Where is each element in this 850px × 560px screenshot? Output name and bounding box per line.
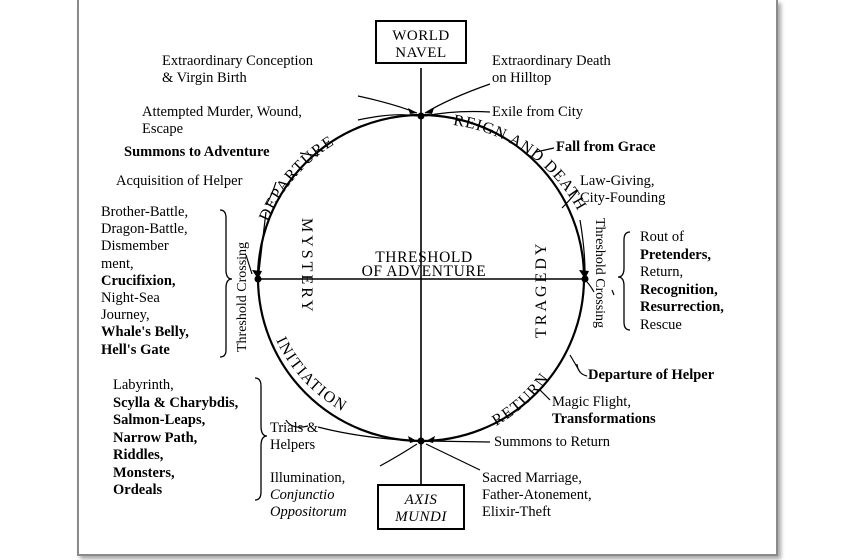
- axis-mundi-line1: AXIS: [404, 492, 438, 508]
- label-line: Trials &: [270, 420, 319, 436]
- label-fall-from-grace: Fall from Grace: [556, 139, 656, 155]
- label-line: City-Founding: [580, 190, 666, 206]
- label-acquisition: Acquisition of Helper: [116, 173, 243, 189]
- label-right-trials: Rout of Pretenders, Return, Recognition,…: [640, 229, 724, 334]
- label-line: Recognition,: [640, 281, 718, 298]
- label-line: Resurrection,: [640, 299, 724, 315]
- node-bottom: [417, 437, 425, 445]
- label-line: Crucifixion,: [101, 272, 176, 289]
- lower-left-bracket: [254, 377, 268, 501]
- label-sacred-marriage: Sacred Marriage, Father-Atonement, Elixi…: [482, 470, 592, 521]
- world-navel-line1: WORLD: [392, 28, 450, 44]
- label-trials-helpers: Trials & Helpers: [270, 420, 318, 454]
- label-line: Monsters,: [113, 464, 175, 481]
- label-extraordinary-death: Extraordinary Death on Hilltop: [492, 53, 611, 87]
- label-line: Journey,: [101, 307, 150, 324]
- threshold-crossing-right: Threshold Crossing: [592, 218, 607, 328]
- right-bracket: [617, 231, 631, 331]
- label-line: Scylla & Charybdis,: [113, 394, 239, 411]
- label-summons-to-return: Summons to Return: [494, 434, 611, 450]
- label-labyrinth: Labyrinth, Scylla & Charybdis, Salmon-Le…: [113, 377, 238, 500]
- label-line: Salmon-Leaps,: [113, 412, 206, 428]
- label-line: Law-Giving,: [580, 173, 655, 189]
- label-line: Illumination,: [270, 470, 346, 486]
- label-line: on Hilltop: [492, 70, 552, 86]
- center-title-line1: THRESHOLD: [375, 249, 473, 266]
- arrowheads: [252, 108, 589, 443]
- axis-mundi-line2: MUNDI: [395, 509, 447, 525]
- label-line: Brother-Battle,: [101, 204, 189, 220]
- label-extraordinary-conception: Extraordinary Conception & Virgin Birth: [162, 53, 313, 87]
- label-line: Hell's Gate: [101, 341, 170, 358]
- label-line: Narrow Path,: [113, 429, 198, 446]
- left-lower-hook: [285, 419, 309, 428]
- label-line: Sacred Marriage,: [482, 470, 582, 486]
- label-line: Oppositorum: [270, 504, 347, 520]
- label-illumination: Illumination, Conjunctio Oppositorum: [270, 470, 347, 521]
- quadrant-return: RETURN: [489, 369, 553, 429]
- right-lower-hook: [576, 363, 588, 377]
- label-departure-of-helper: Departure of Helper: [588, 367, 715, 383]
- world-navel-box: WORLD NAVEL: [375, 20, 467, 64]
- label-line: Transformations: [552, 411, 656, 427]
- label-line: Night-Sea: [101, 290, 160, 307]
- label-left-trials: Brother-Battle, Dragon-Battle, Dismember…: [101, 204, 189, 359]
- quadrant-reign-and-death: REIGN AND DEATH: [452, 112, 589, 214]
- label-line: Dismember: [101, 238, 169, 255]
- label-line: Extraordinary Death: [492, 53, 611, 69]
- label-line: Magic Flight,: [552, 394, 631, 410]
- quadrant-initiation: INITIATION: [272, 334, 350, 415]
- label-attempted-murder: Attempted Murder, Wound, Escape: [142, 104, 302, 138]
- threshold-crossing-left: Threshold Crossing: [235, 242, 250, 352]
- left-bracket: [219, 209, 233, 358]
- label-line: Elixir-Theft: [482, 504, 551, 520]
- label-line: ment,: [101, 255, 134, 272]
- label-line: Father-Atonement,: [482, 487, 592, 503]
- label-line: Return,: [640, 264, 684, 280]
- label-summons: Summons to Adventure: [124, 144, 270, 160]
- label-exile: Exile from City: [492, 104, 584, 120]
- label-line: Attempted Murder, Wound,: [142, 104, 302, 120]
- label-law-giving: Law-Giving, City-Founding: [580, 173, 665, 207]
- label-line: Riddles,: [113, 447, 164, 463]
- figure-frame: [77, 0, 778, 556]
- world-navel-line2: NAVEL: [395, 45, 447, 61]
- label-line: Conjunctio: [270, 487, 335, 503]
- label-line: Escape: [142, 121, 184, 137]
- node-top: [417, 112, 425, 120]
- quadrant-tragedy: TRAGEDY: [533, 241, 550, 338]
- label-line: & Virgin Birth: [162, 70, 247, 86]
- label-line: Extraordinary Conception: [162, 53, 313, 69]
- label-line: Labyrinth,: [113, 377, 174, 393]
- label-line: Pretenders,: [640, 246, 711, 263]
- label-line: Ordeals: [113, 482, 163, 498]
- label-magic-flight: Magic Flight, Transformations: [552, 394, 656, 428]
- label-line: Helpers: [270, 437, 316, 453]
- label-line: Rescue: [640, 316, 682, 333]
- label-line: Rout of: [640, 229, 684, 245]
- center-title-line2: OF ADVENTURE: [362, 263, 487, 280]
- label-line: Dragon-Battle,: [101, 221, 188, 238]
- axis-mundi-box: AXIS MUNDI: [377, 484, 465, 530]
- quadrant-mystery: MYSTERY: [298, 218, 315, 315]
- label-line: Whale's Belly,: [101, 324, 189, 341]
